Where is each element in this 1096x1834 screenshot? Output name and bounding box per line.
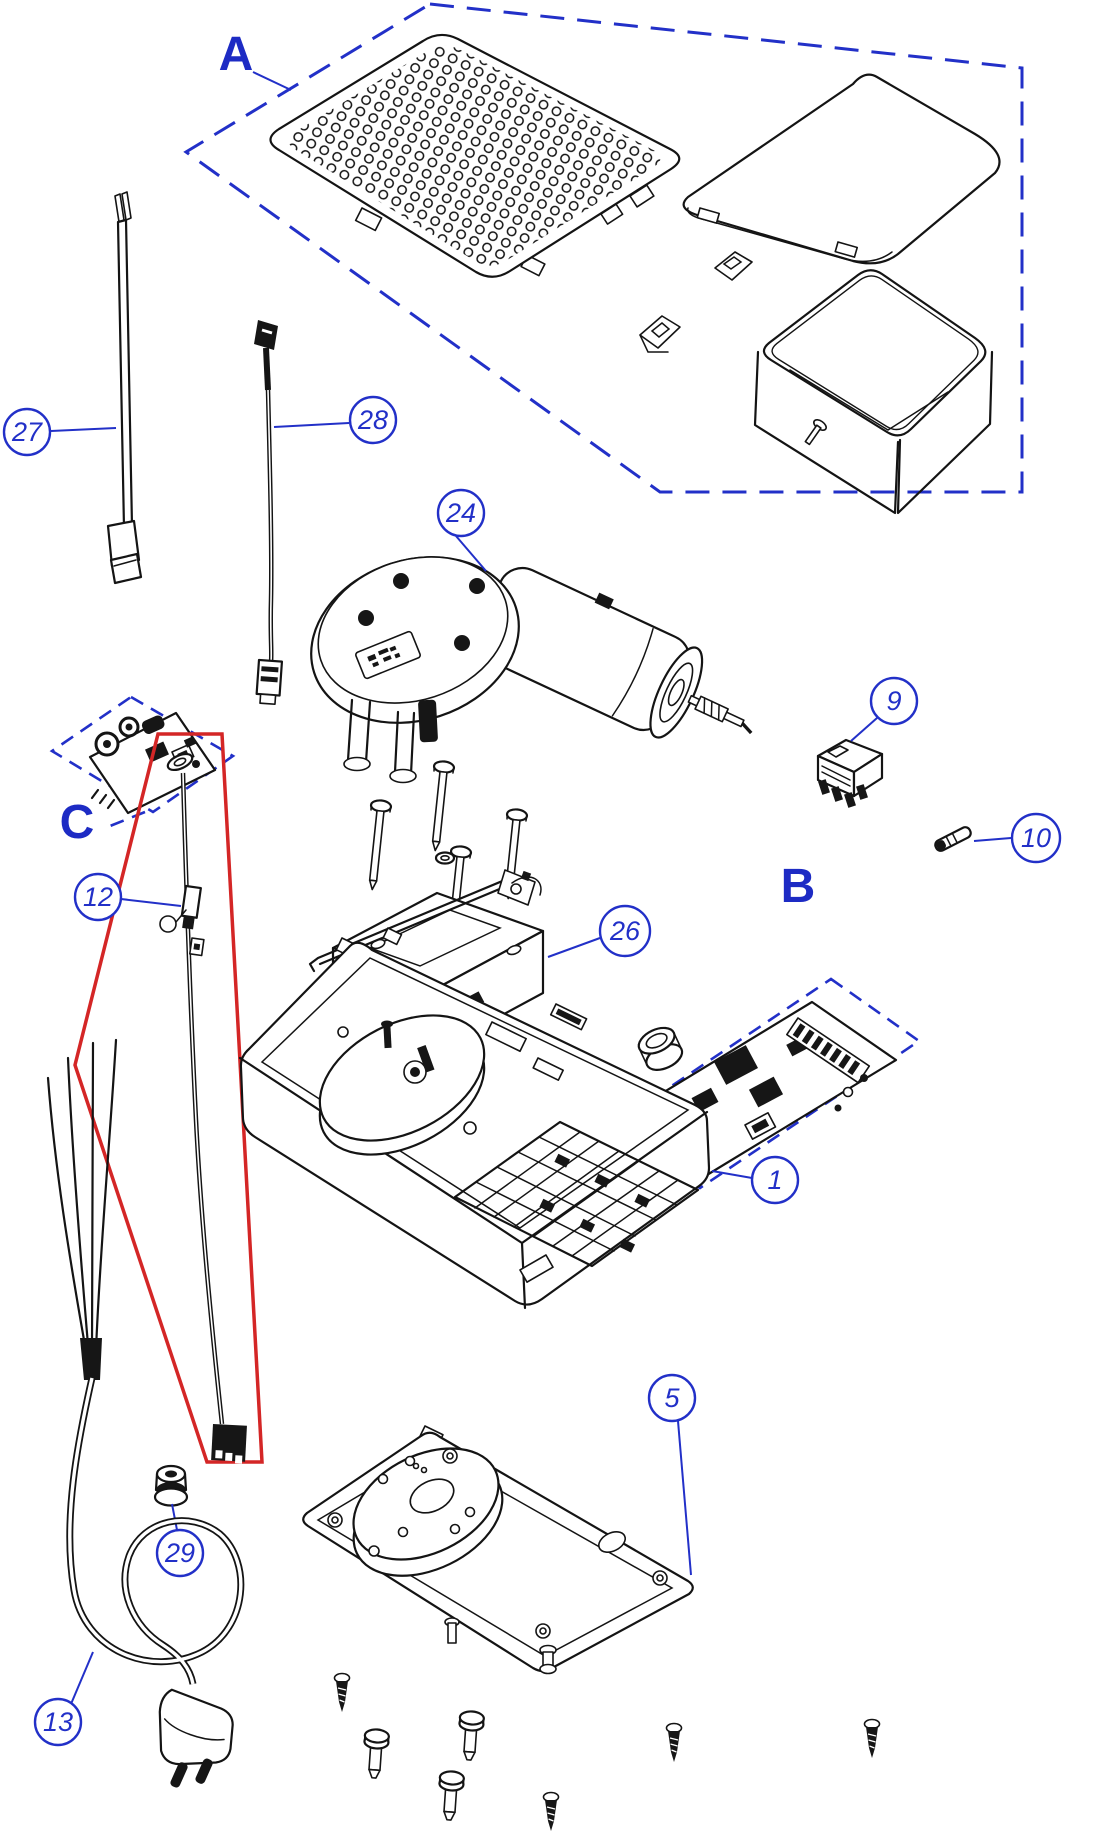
callout-5: 5 xyxy=(647,1373,697,1576)
zone-c: C xyxy=(49,695,236,849)
motor-label-plate xyxy=(355,630,421,680)
part-12-harness xyxy=(73,732,264,1464)
callout-10: 10 xyxy=(973,812,1062,864)
svg-text:24: 24 xyxy=(445,498,476,528)
svg-text:29: 29 xyxy=(164,1538,195,1568)
callout-1: 1 xyxy=(711,1155,800,1205)
base-plate-bosses xyxy=(327,1448,668,1639)
svg-text:28: 28 xyxy=(357,405,388,435)
svg-text:13: 13 xyxy=(43,1707,73,1737)
svg-text:12: 12 xyxy=(83,882,113,912)
housing-grid xyxy=(453,1120,700,1268)
svg-text:5: 5 xyxy=(664,1383,680,1413)
part-1-housing xyxy=(238,927,711,1310)
cover-lid xyxy=(682,73,1001,265)
callout-26: 26 xyxy=(547,904,652,958)
power-plug xyxy=(158,1688,234,1788)
svg-text:27: 27 xyxy=(11,417,43,447)
zone-a-label: A xyxy=(219,28,254,81)
zone-c-label: C xyxy=(60,796,95,849)
callout-27: 27 xyxy=(2,407,117,457)
callout-24: 24 xyxy=(436,488,487,572)
callout-29: 29 xyxy=(155,1503,205,1578)
base-plate-boss xyxy=(352,1447,504,1577)
part-24-motor xyxy=(310,556,753,784)
part-9-switch xyxy=(816,738,884,808)
tank-screw xyxy=(804,419,827,446)
grille-plate xyxy=(269,33,681,278)
part-28-cable xyxy=(254,320,284,706)
part-29-nut xyxy=(153,1464,189,1507)
zone-a-boundary: A xyxy=(183,2,1024,494)
part-27-probe xyxy=(106,191,143,585)
svg-text:9: 9 xyxy=(886,686,901,716)
svg-text:10: 10 xyxy=(1021,823,1051,853)
housing-floor-details xyxy=(318,1003,588,1156)
part-13-power-cord xyxy=(46,1038,245,1788)
svg-text:1: 1 xyxy=(767,1165,782,1195)
zone-b-label: B xyxy=(781,860,816,913)
callout-12: 12 xyxy=(73,872,182,922)
water-tank xyxy=(639,251,994,515)
bottom-screws xyxy=(333,1672,881,1831)
svg-text:26: 26 xyxy=(609,916,641,946)
callout-28: 28 xyxy=(273,395,398,445)
callout-9: 9 xyxy=(850,676,919,742)
callout-13: 13 xyxy=(33,1651,94,1747)
part-10-pin xyxy=(934,826,972,852)
part-5-base-plate xyxy=(302,1425,694,1675)
